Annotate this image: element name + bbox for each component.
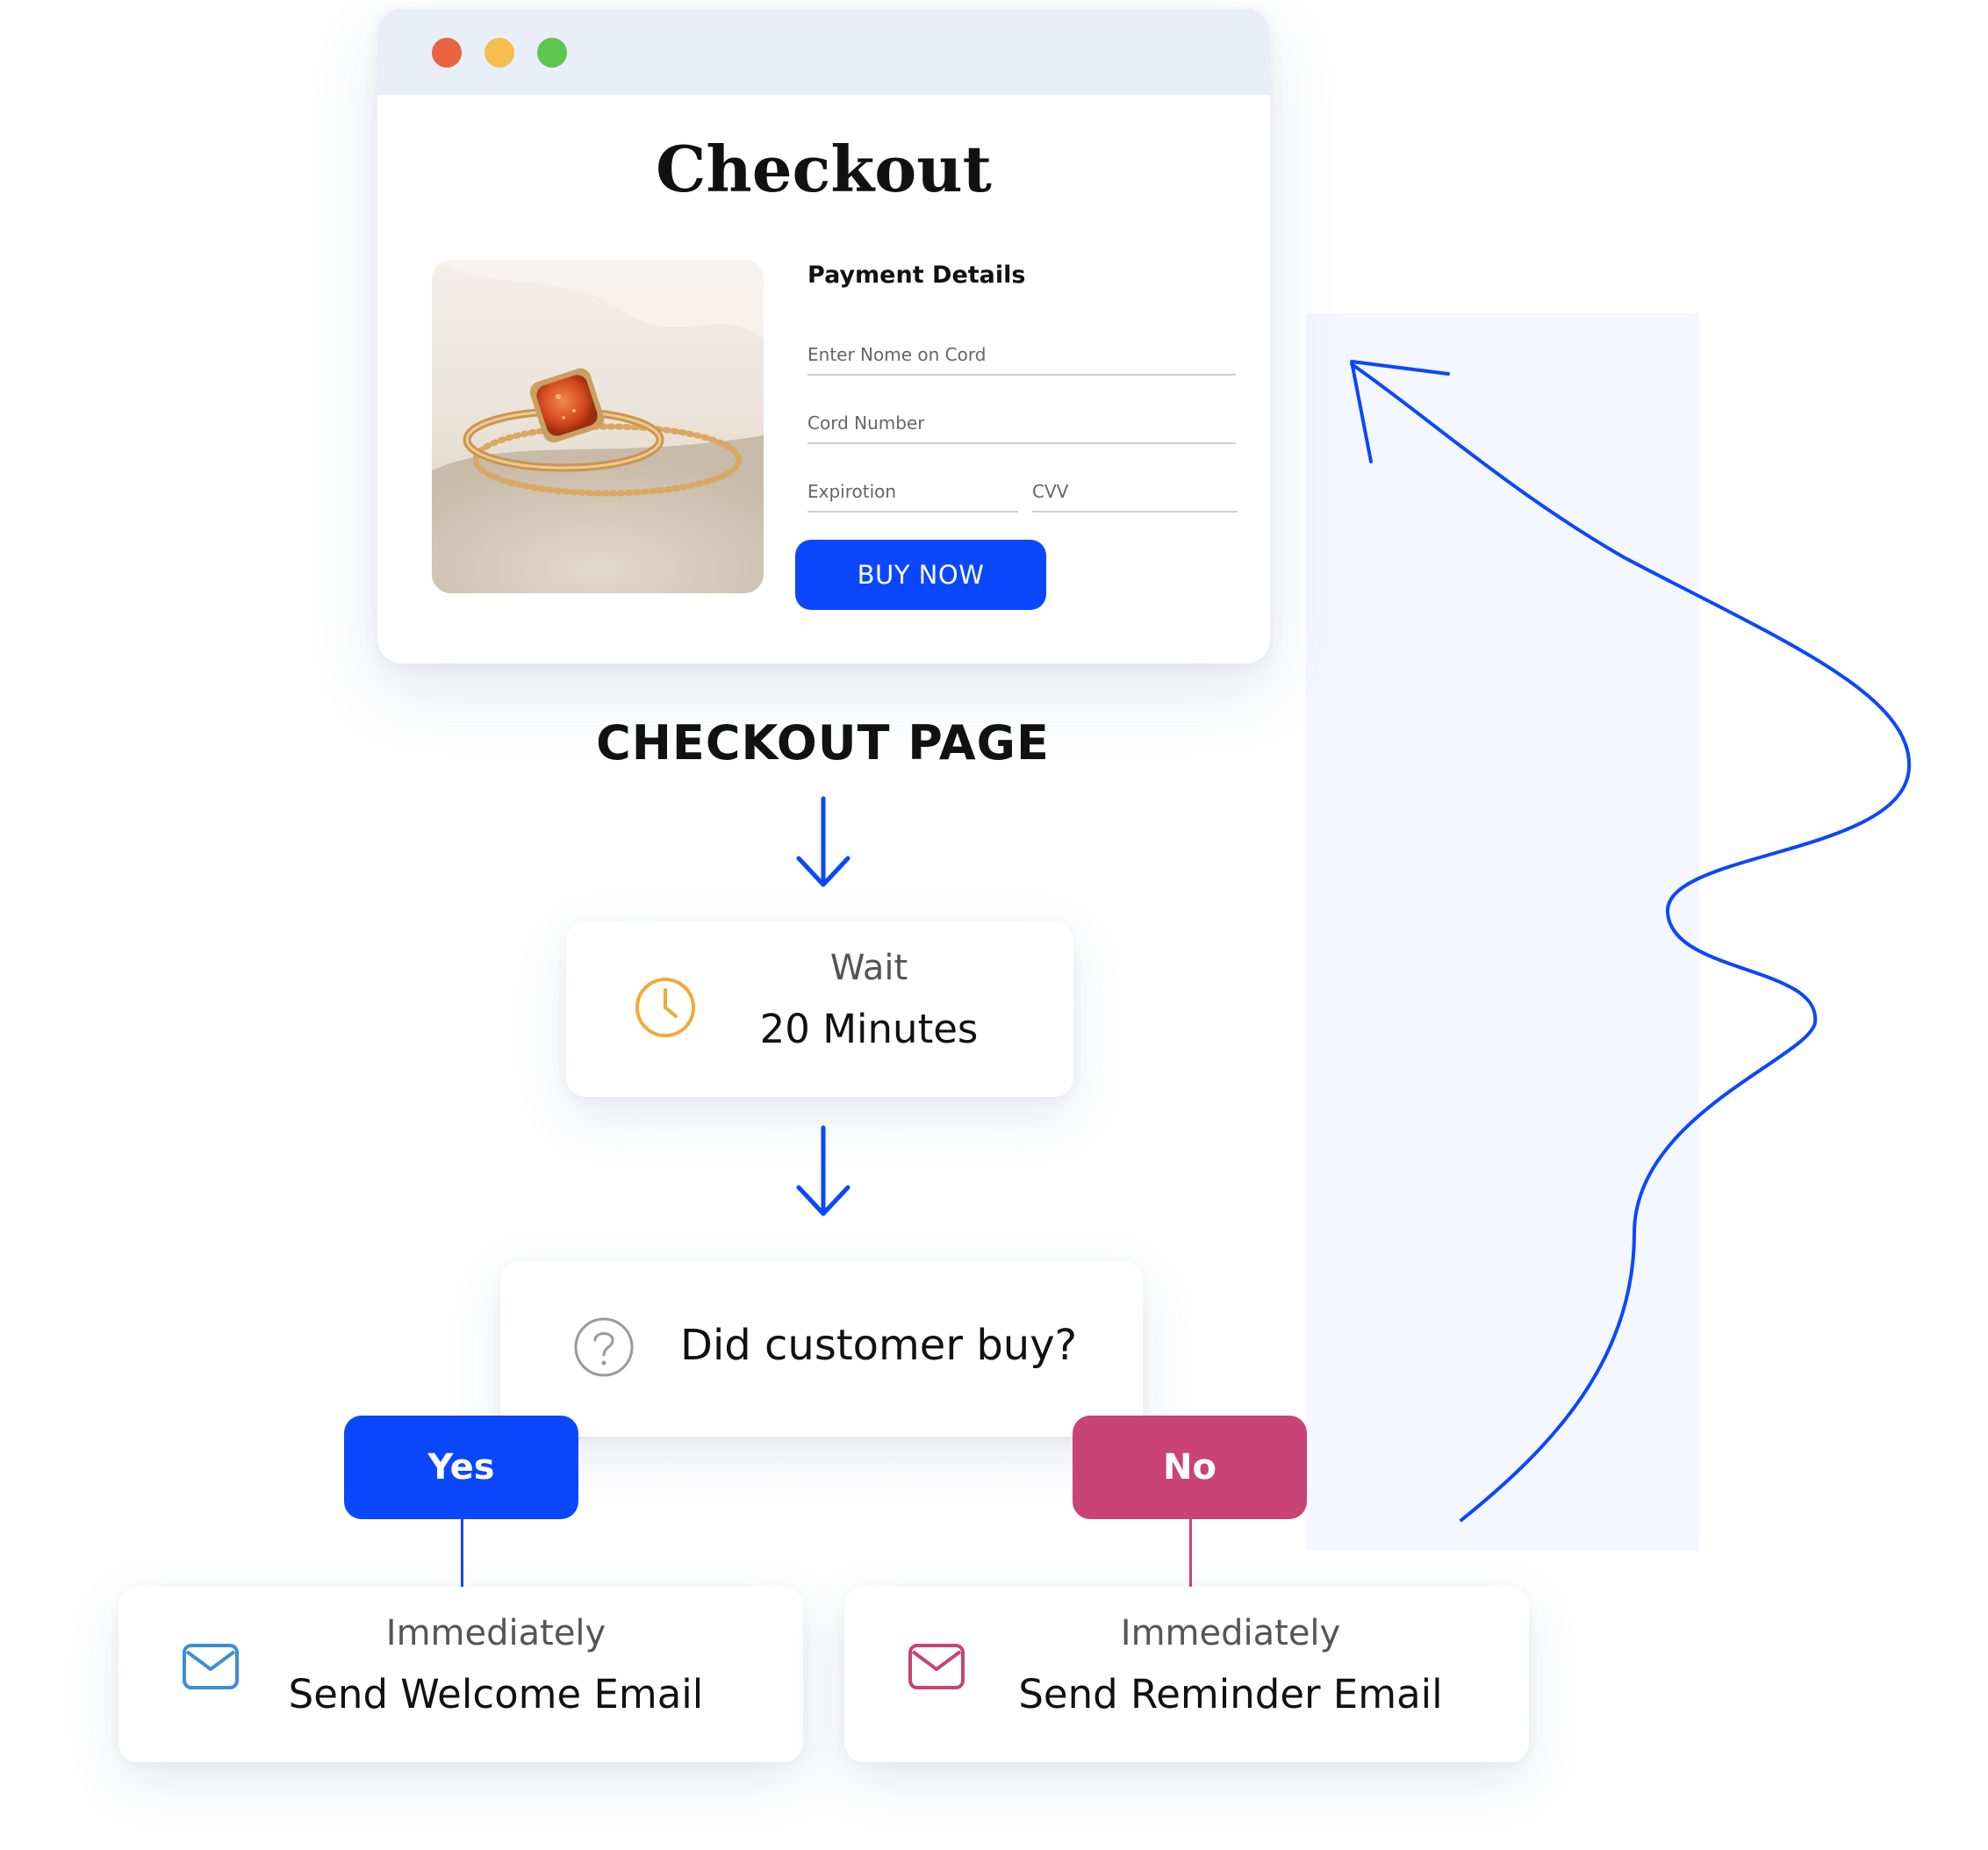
mail-icon [908, 1644, 965, 1689]
decision-card: Did customer buy? [500, 1261, 1143, 1437]
card-number-placeholder: Cord Number [807, 412, 925, 434]
yes-connector-line [461, 1518, 463, 1588]
card-number-field[interactable]: Cord Number [807, 398, 1236, 444]
no-branch-label: No [1073, 1416, 1307, 1519]
clock-icon [635, 978, 695, 1037]
wait-step-card: Wait 20 Minutes [566, 921, 1073, 1097]
welcome-email-action: Send Welcome Email [288, 1671, 704, 1717]
cvv-placeholder: CVV [1032, 481, 1069, 502]
name-on-card-placeholder: Enter Nome on Cord [807, 344, 987, 365]
welcome-email-card: Immediately Send Welcome Email [118, 1587, 803, 1762]
mail-icon [183, 1644, 239, 1689]
cvv-field[interactable]: CVV [1032, 467, 1238, 513]
question-icon [574, 1317, 634, 1377]
yes-branch-label: Yes [344, 1416, 578, 1519]
buy-now-button[interactable]: BUY NOW [795, 540, 1046, 610]
no-connector-line [1189, 1518, 1192, 1588]
expiration-placeholder: Expirotion [807, 481, 897, 502]
checkout-page-label: CHECKOUT PAGE [596, 715, 1050, 771]
window-minimize-dot[interactable] [484, 38, 514, 68]
window-maximize-dot[interactable] [537, 38, 567, 68]
name-on-card-field[interactable]: Enter Nome on Cord [807, 330, 1236, 376]
window-close-dot[interactable] [432, 38, 462, 68]
checkout-title: Checkout [656, 132, 992, 206]
wait-label: Wait [829, 948, 908, 988]
ring-illustration [432, 260, 764, 593]
reminder-email-card: Immediately Send Reminder Email [844, 1587, 1529, 1762]
payment-details-heading: Payment Details [807, 262, 1026, 289]
decision-question: Did customer buy? [680, 1321, 1078, 1370]
arrow-down-icon [796, 796, 850, 887]
side-panel-background [1306, 313, 1699, 1551]
browser-window: Checkout [377, 9, 1270, 663]
expiration-field[interactable]: Expirotion [807, 467, 1018, 513]
product-image [432, 260, 764, 593]
arrow-down-icon [796, 1125, 850, 1216]
browser-title-bar [377, 9, 1270, 95]
wait-duration: 20 Minutes [759, 1006, 979, 1052]
curved-loop-arrow-icon [1350, 360, 1912, 1522]
reminder-email-action: Send Reminder Email [1018, 1671, 1443, 1717]
reminder-email-timing: Immediately [1120, 1613, 1341, 1653]
welcome-email-timing: Immediately [385, 1613, 606, 1653]
